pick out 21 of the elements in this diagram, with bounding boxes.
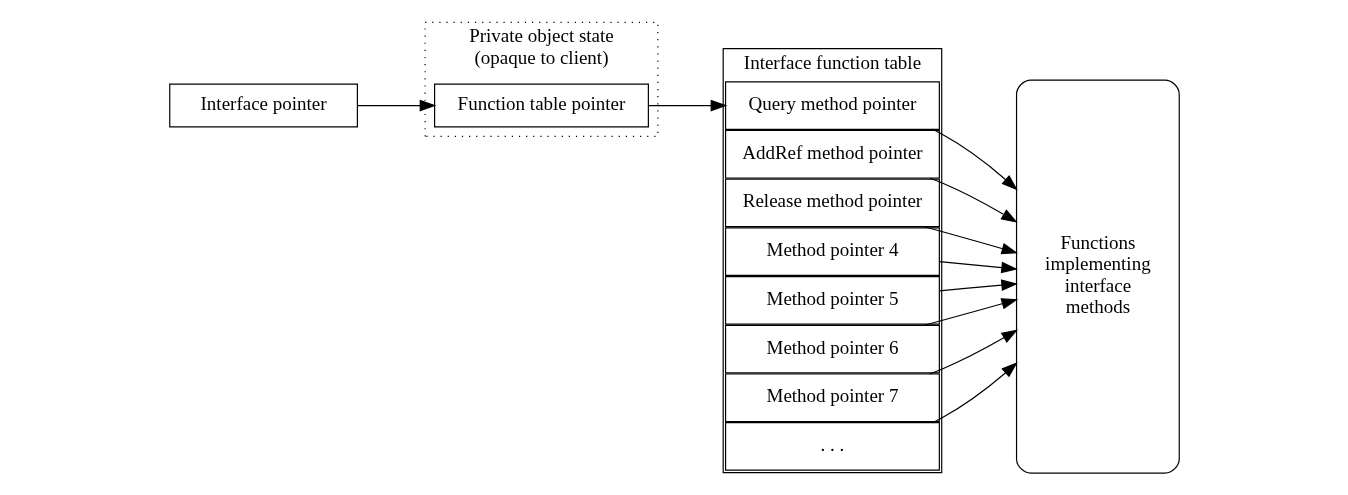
node-box: Interface pointer <box>168 83 358 128</box>
node-box: . . . <box>724 422 940 471</box>
arrow <box>931 362 1018 424</box>
arrow <box>647 99 727 112</box>
node-box: Release method pointer <box>724 178 940 228</box>
arrow <box>929 177 1018 223</box>
node-box: AddRef method pointer <box>724 129 940 179</box>
arrow <box>356 99 436 112</box>
arrow <box>938 261 1018 274</box>
arrow <box>923 298 1018 326</box>
arrow <box>938 279 1018 292</box>
node-box: Method pointer 5 <box>724 276 940 325</box>
node-box: Method pointer 6 <box>724 324 940 374</box>
node-box: Method pointer 4 <box>724 227 940 276</box>
node-box: Query method pointer <box>724 81 940 130</box>
arrow <box>931 128 1018 191</box>
node-box: Method pointer 7 <box>724 373 940 423</box>
arrow <box>928 329 1018 375</box>
node-box: Function table pointer <box>433 83 649 128</box>
arrow <box>923 226 1018 255</box>
node-box: Functions implementing interface methods <box>1015 79 1180 474</box>
